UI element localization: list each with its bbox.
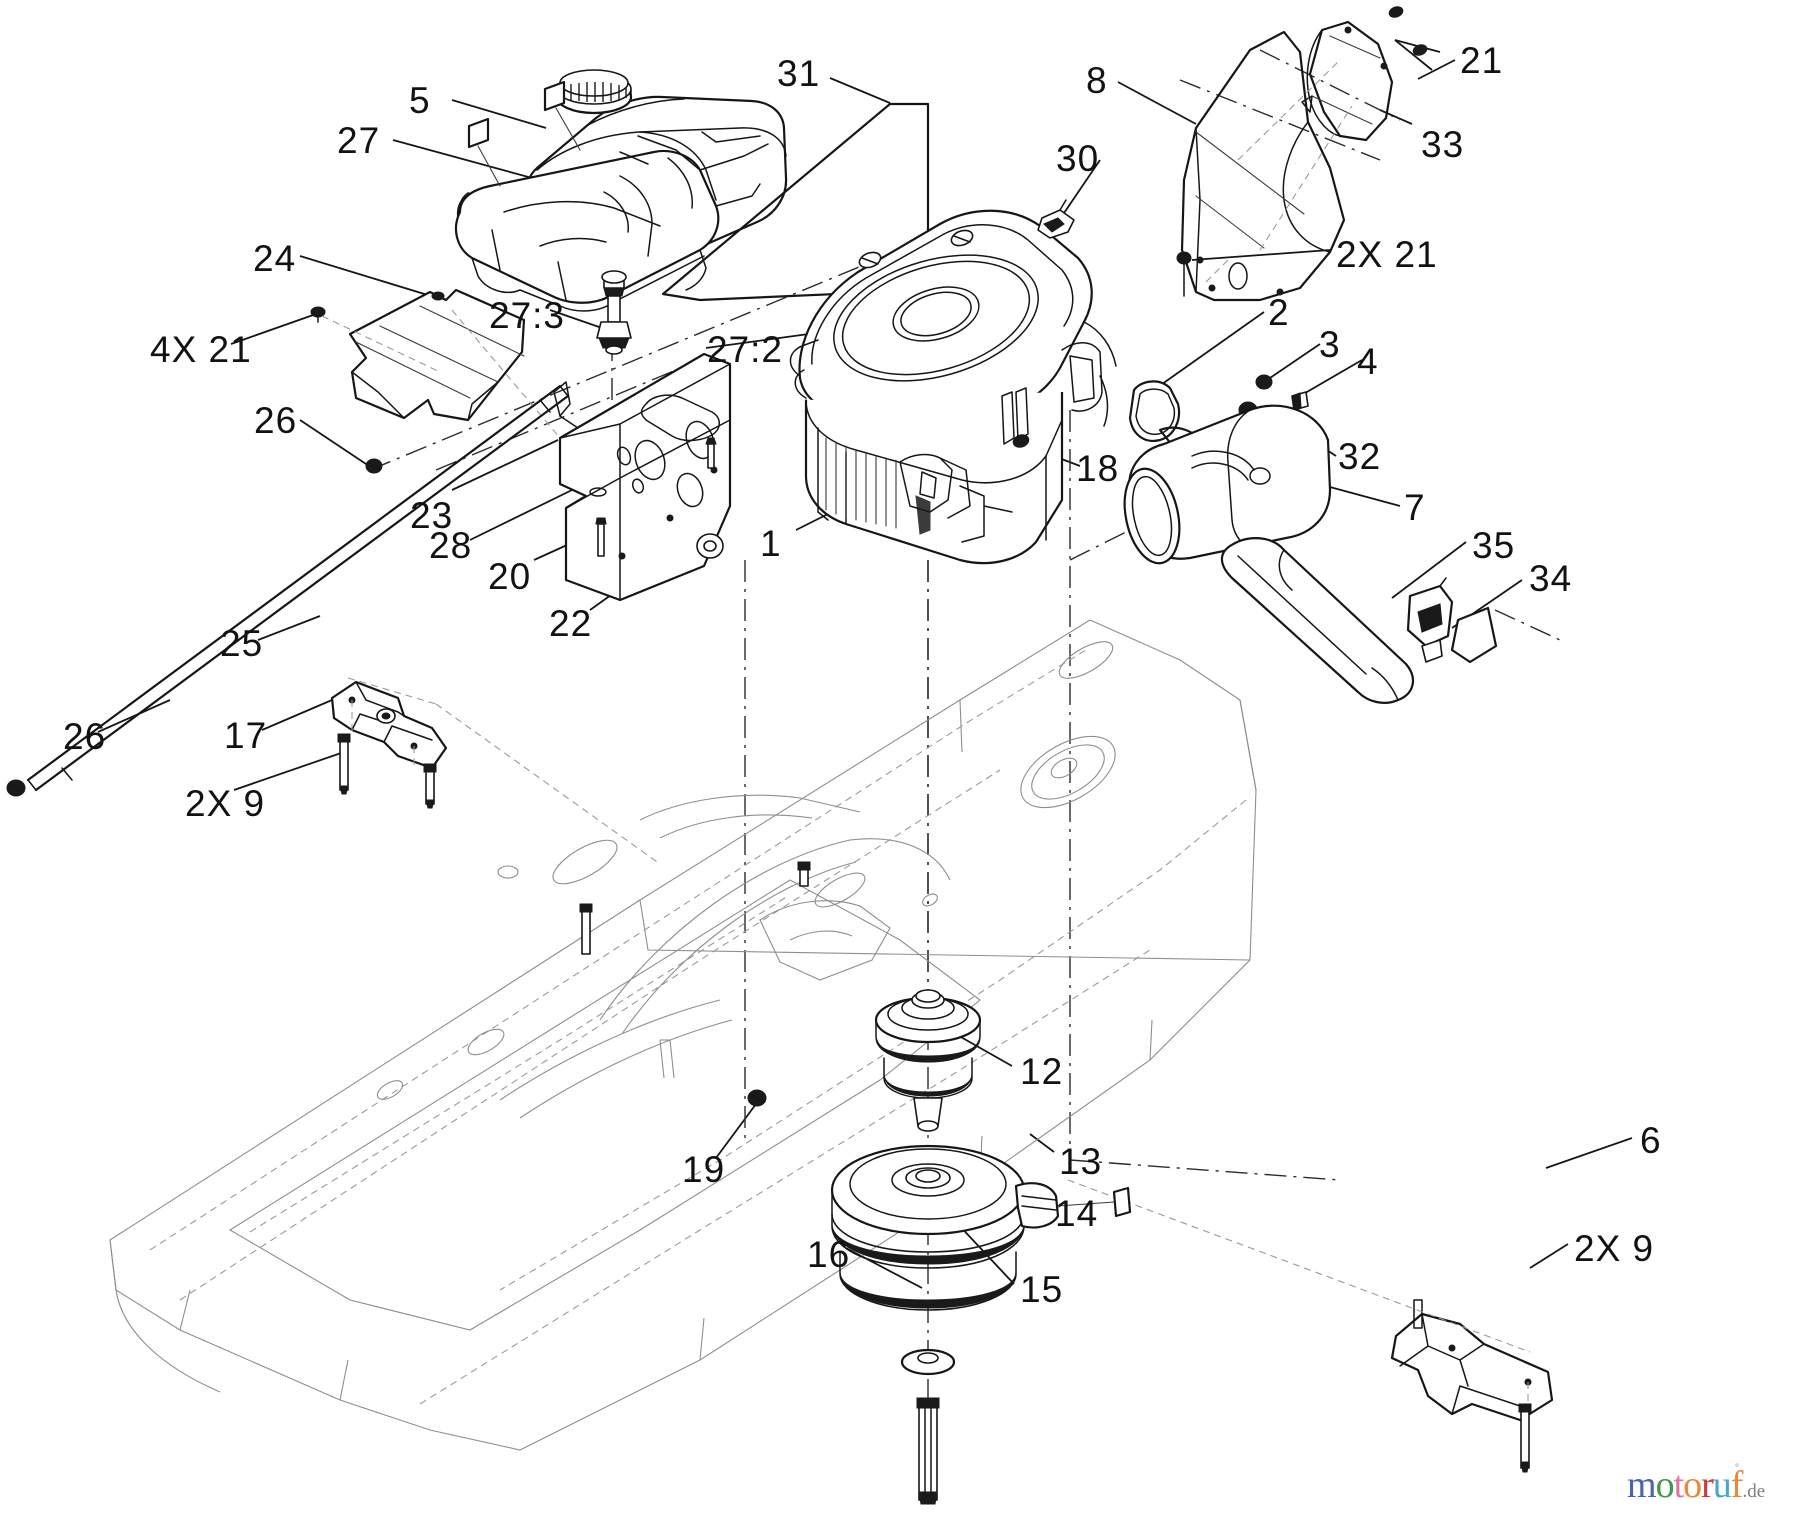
- callout-23: 23: [410, 495, 454, 536]
- callout-15: 15: [1020, 1269, 1064, 1310]
- callout-35: 35: [1472, 525, 1516, 566]
- mower-deck-assembly: [109, 619, 1257, 1451]
- callout-2x21: 2X 21: [1336, 234, 1438, 275]
- callout-17: 17: [224, 715, 268, 756]
- part-8-shield: [1180, 30, 1346, 302]
- part-25-rod: [26, 384, 570, 792]
- deck-hardware: [579, 861, 811, 955]
- callout-5: 5: [409, 80, 431, 121]
- wm-letter-r: r: [1701, 1464, 1714, 1506]
- part-5-leaders: [477, 107, 581, 187]
- part-30-clip: [1037, 199, 1075, 239]
- part-21-screws-top: [1176, 6, 1428, 297]
- part-28-screw: [595, 517, 607, 557]
- part-15-washer: [900, 1348, 956, 1376]
- wm-suffix: .de: [1742, 1481, 1766, 1502]
- wm-letter-m: m: [1627, 1464, 1657, 1506]
- part-12-engine-pulley: [874, 989, 982, 1132]
- part-34-plate: [1450, 606, 1498, 664]
- part-35-fitting: [1406, 577, 1454, 663]
- part-2-exhaust-gasket: [1128, 380, 1181, 442]
- callout-3: 3: [1319, 324, 1341, 365]
- callout-21-a: 21: [1460, 40, 1504, 81]
- part-5-grommets: [467, 80, 566, 149]
- callout-18: 18: [1076, 448, 1120, 489]
- part-24-alignment: [321, 309, 561, 439]
- callout-27-2: 27:2: [707, 329, 784, 370]
- part-23-screw: [705, 437, 717, 469]
- callout-28: 28: [429, 525, 473, 566]
- callout-14: 14: [1055, 1193, 1099, 1234]
- part-24-shield-plate: [348, 288, 526, 422]
- callout-26-a: 26: [254, 400, 298, 441]
- callout-33: 33: [1421, 124, 1465, 165]
- part-27-3-fitting: [596, 270, 632, 355]
- part-13-leader: [1057, 1201, 1115, 1207]
- shield-alignment: [1205, 59, 1353, 283]
- callout-4: 4: [1357, 341, 1379, 382]
- callout-25: 25: [220, 623, 264, 664]
- callout-13: 13: [1059, 1141, 1103, 1182]
- callout-7: 7: [1404, 487, 1426, 528]
- part-16-bolt: [916, 1397, 940, 1505]
- part-1-engine: [789, 209, 1117, 565]
- callout-20: 20: [488, 556, 532, 597]
- callout-27: 27: [337, 120, 381, 161]
- part-3-4-hardware: [1255, 374, 1309, 411]
- part-31-panel: [661, 102, 930, 302]
- part-33-small-shield: [1301, 20, 1394, 142]
- wm-letter-o2: o: [1683, 1464, 1702, 1506]
- callout-34: 34: [1529, 558, 1573, 599]
- wm-letter-u: u: [1712, 1464, 1732, 1506]
- part-7-muffler: [1123, 404, 1415, 704]
- callout-8: 8: [1086, 60, 1108, 101]
- callout-4x21: 4X 21: [150, 329, 252, 370]
- callout-1: 1: [760, 523, 782, 564]
- part-20-mount-plate: [553, 352, 732, 602]
- part-17-bracket: [330, 680, 448, 770]
- callout-26-b: 26: [63, 716, 107, 757]
- part-6-alignment: [1067, 1179, 1531, 1406]
- wm-letter-f: f: [1730, 1464, 1744, 1506]
- callout-16: 16: [807, 1234, 851, 1275]
- callout-27-3: 27:3: [489, 295, 566, 336]
- callout-2x9-b: 2X 9: [1574, 1228, 1655, 1269]
- wm-dot-accent: [1735, 1463, 1740, 1467]
- callout-24: 24: [253, 238, 297, 279]
- callout-31: 31: [777, 53, 821, 94]
- part-9-bolts-right: [1518, 1403, 1532, 1473]
- part-26-nuts: [6, 458, 383, 797]
- callout-19: 19: [682, 1149, 726, 1190]
- motoruf-watermark: motoruf.de: [1627, 1463, 1766, 1506]
- wm-letter-o1: o: [1655, 1464, 1675, 1506]
- callout-22: 22: [549, 603, 593, 644]
- part-27-fuel-tank: [454, 69, 788, 312]
- part-9-bolts-left: [337, 733, 437, 809]
- part-13-key: [1112, 1186, 1132, 1218]
- part-19-nut: [747, 1089, 767, 1107]
- callout-32: 32: [1338, 436, 1382, 477]
- part-14-clutch-pulley: [830, 1144, 1060, 1311]
- callout-30: 30: [1056, 138, 1100, 179]
- callout-12: 12: [1020, 1051, 1064, 1092]
- part-17-alignment: [347, 677, 661, 865]
- callout-6: 6: [1640, 1120, 1662, 1161]
- part-6-bracket: [1390, 1299, 1554, 1422]
- wm-letter-t: t: [1673, 1464, 1685, 1506]
- callout-2x9-a: 2X 9: [185, 783, 266, 824]
- callout-2: 2: [1268, 292, 1290, 333]
